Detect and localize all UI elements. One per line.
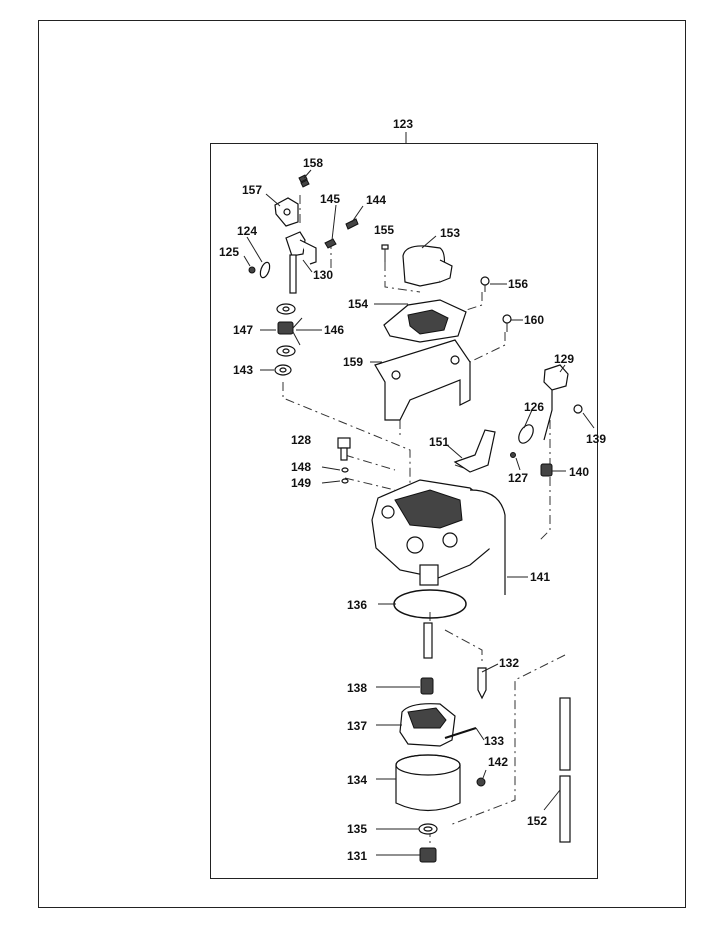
- label-147: 147: [233, 323, 253, 337]
- part-159-bracket: [374, 339, 471, 421]
- label-133: 133: [484, 734, 504, 748]
- part-135-washer: [418, 823, 438, 835]
- label-148: 148: [291, 460, 311, 474]
- label-134: 134: [347, 773, 367, 787]
- label-123: 123: [393, 117, 413, 131]
- part-127-screw: [510, 452, 516, 458]
- label-159: 159: [343, 355, 363, 369]
- label-158: 158: [303, 156, 323, 170]
- part-125-screw: [248, 266, 256, 274]
- label-127: 127: [508, 471, 528, 485]
- label-129: 129: [554, 352, 574, 366]
- part-134-float-bowl: [395, 754, 461, 812]
- label-149: 149: [291, 476, 311, 490]
- part-labels: 123 158 157 145 144 155 153 124 125 130 …: [219, 117, 606, 863]
- part-158-spring: [298, 174, 310, 188]
- label-142: 142: [488, 755, 508, 769]
- part-157-lever: [274, 197, 299, 227]
- part-140-spring: [540, 463, 553, 477]
- label-155: 155: [374, 223, 394, 237]
- leader-lines: [243, 169, 595, 856]
- label-130: 130: [313, 268, 333, 282]
- part-143-washer: [274, 364, 292, 376]
- part-124-plate: [259, 261, 271, 279]
- part-156-screw: [480, 276, 490, 292]
- label-128: 128: [291, 433, 311, 447]
- label-154: 154: [348, 297, 368, 311]
- label-126: 126: [524, 400, 544, 414]
- label-156: 156: [508, 277, 528, 291]
- label-157: 157: [242, 183, 262, 197]
- part-jet: [423, 622, 433, 659]
- label-140: 140: [569, 465, 589, 479]
- part-139-screw: [573, 404, 583, 414]
- part-130-throttle-shaft: [285, 231, 317, 294]
- label-125: 125: [219, 245, 239, 259]
- label-139: 139: [586, 432, 606, 446]
- label-132: 132: [499, 656, 519, 670]
- part-137-float: [399, 703, 456, 747]
- alignment-lines: [282, 195, 566, 845]
- assembly-frame: [210, 143, 598, 879]
- part-128-needle: [337, 437, 351, 461]
- part-132-needle: [477, 667, 487, 700]
- label-135: 135: [347, 822, 367, 836]
- part-carburetor-body: [371, 479, 499, 586]
- outer-frame: [38, 20, 686, 908]
- part-154-gasket-housing: [383, 299, 467, 343]
- part-151-lever: [453, 429, 496, 473]
- part-138-jet: [420, 677, 434, 695]
- label-145: 145: [320, 192, 340, 206]
- part-147-spring: [277, 321, 294, 335]
- part-146-washer-upper: [276, 303, 296, 315]
- part-133-pin: [444, 727, 477, 739]
- part-141-tube: [469, 489, 506, 595]
- part-131-bolt: [419, 847, 437, 863]
- label-153: 153: [440, 226, 460, 240]
- part-152-tube: [559, 697, 571, 843]
- label-124: 124: [237, 224, 257, 238]
- label-146: 146: [324, 323, 344, 337]
- part-142-screw: [476, 777, 486, 787]
- label-131: 131: [347, 849, 367, 863]
- label-141: 141: [530, 570, 550, 584]
- label-137: 137: [347, 719, 367, 733]
- label-138: 138: [347, 681, 367, 695]
- part-146-washer-lower: [276, 345, 296, 357]
- part-155-screw: [381, 244, 389, 262]
- label-151: 151: [429, 435, 449, 449]
- part-153-cover: [402, 245, 453, 287]
- part-148-oring: [341, 467, 349, 473]
- label-160: 160: [524, 313, 544, 327]
- part-129-choke-shaft: [543, 364, 569, 441]
- label-143: 143: [233, 363, 253, 377]
- part-126-choke-plate: [518, 424, 534, 444]
- label-152: 152: [527, 814, 547, 828]
- part-149-oring: [341, 478, 349, 484]
- part-160-screw: [502, 314, 512, 332]
- label-144: 144: [366, 193, 386, 207]
- part-145-spring: [324, 238, 337, 249]
- label-136: 136: [347, 598, 367, 612]
- part-144-screw: [345, 218, 359, 230]
